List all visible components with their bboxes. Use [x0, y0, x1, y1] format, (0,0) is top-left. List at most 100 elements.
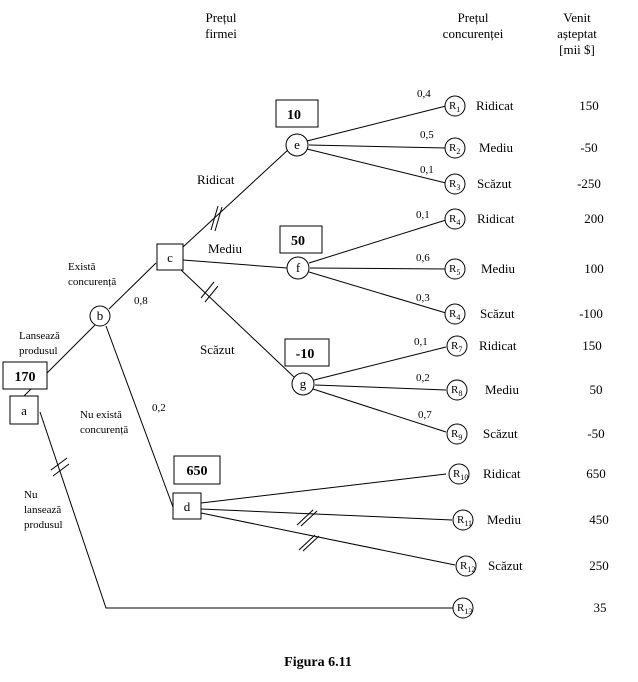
label-no-launch-2: lansează: [24, 504, 61, 516]
outcome-revenue-9: -50: [587, 426, 604, 441]
outcome-node-3: [444, 173, 466, 195]
outcome-prob-6: 0,3: [416, 292, 430, 304]
outcome-prob-4: 0,1: [416, 209, 430, 221]
outcome-revenue-3: -250: [577, 176, 601, 191]
decision-node-a: [9, 395, 39, 425]
prob-no-comp: 0,2: [152, 402, 166, 414]
edge-e-r2: [308, 144, 447, 149]
label-no-launch-1: Nu: [24, 489, 38, 501]
outcome-node-12: [455, 555, 477, 577]
value-e: 10: [287, 108, 301, 123]
node-label-f: f: [296, 260, 301, 275]
outcome-label-9: R9: [451, 428, 462, 442]
edge-f-r4: [308, 219, 447, 264]
outcome-revenue-2: -50: [580, 140, 597, 155]
branch-competition: [108, 262, 157, 310]
pruned-mark-d-low: [298, 534, 320, 552]
label-launch-2: produsul: [19, 345, 58, 357]
outcome-revenue-1: 150: [579, 98, 599, 113]
outcome-node-2: [444, 137, 466, 159]
outcome-node-6: [444, 303, 466, 325]
label-no-comp-2: concurență: [80, 424, 128, 436]
header-competitor-price-2: concurenței: [443, 26, 504, 41]
label-comp-exists-1: Există: [68, 261, 96, 273]
outcome-prob-2: 0,5: [420, 129, 434, 141]
edge-d-r10: [200, 473, 447, 504]
outcome-prob-8: 0,2: [416, 372, 430, 384]
label-price-low: Scăzut: [200, 342, 235, 357]
outcome-label-4: R4: [449, 213, 460, 227]
edge-f-r6: [308, 271, 447, 314]
value-f: 50: [291, 234, 305, 249]
outcome-node-13: [452, 597, 474, 619]
outcome-competitor-price-5: Mediu: [481, 261, 515, 276]
label-price-high: Ridicat: [197, 172, 235, 187]
value-d: 650: [187, 464, 208, 479]
branch-price-high: [182, 148, 290, 248]
node-label-b: b: [97, 308, 104, 323]
prob-comp-exists: 0,8: [134, 295, 148, 307]
pruned-mark-no-launch: [50, 457, 70, 477]
outcome-prob-9: 0,7: [418, 409, 432, 421]
value-box-g: [284, 338, 330, 367]
outcome-revenue-4: 200: [584, 211, 604, 226]
header-revenue-2: așteptat: [557, 26, 597, 41]
outcome-prob-7: 0,1: [414, 336, 428, 348]
outcome-label-6: R4: [449, 308, 460, 322]
branch-no-competition: [105, 325, 174, 508]
node-label-a: a: [21, 403, 27, 418]
pruned-mark-d-medium: [296, 509, 318, 527]
value-box-e: [275, 99, 319, 128]
header-firm-price-1: Prețul: [205, 10, 236, 25]
outcome-competitor-price-3: Scăzut: [477, 176, 512, 191]
outcome-label-3: R3: [449, 178, 460, 192]
value-box-d: [173, 455, 221, 485]
branch-price-low: [179, 268, 295, 378]
outcome-node-5: [444, 258, 466, 280]
label-launch-1: Lansează: [19, 330, 60, 342]
outcome-label-7: R7: [451, 340, 462, 354]
pruned-mark-low: [200, 281, 219, 303]
edge-e-r3: [306, 148, 447, 184]
outcome-competitor-price-12: Scăzut: [488, 558, 523, 573]
outcome-competitor-price-2: Mediu: [479, 140, 513, 155]
value-box-a: [2, 361, 48, 390]
header-revenue-1: Venit: [563, 10, 591, 25]
outcome-node-8: [446, 379, 468, 401]
branch-price-medium: [182, 259, 288, 269]
outcome-node-7: [446, 335, 468, 357]
outcome-competitor-price-10: Ridicat: [483, 466, 521, 481]
outcome-node-11: [452, 509, 474, 531]
edge-e-r1: [306, 105, 447, 142]
outcome-node-4: [444, 208, 466, 230]
outcome-revenue-5: 100: [584, 261, 604, 276]
outcome-revenue-8: 50: [590, 382, 603, 397]
outcome-label-2: R2: [449, 142, 460, 156]
outcome-competitor-price-8: Mediu: [485, 382, 519, 397]
edge-g-r8: [314, 384, 447, 391]
outcome-node-1: [444, 95, 466, 117]
outcome-node-9: [446, 423, 468, 445]
outcome-competitor-price-7: Ridicat: [479, 338, 517, 353]
pruned-mark-high: [210, 205, 223, 232]
outcome-competitor-price-4: Ridicat: [477, 211, 515, 226]
branch-no-launch: [39, 411, 455, 609]
node-label-d: d: [184, 499, 191, 514]
edge-g-r7: [313, 346, 447, 381]
figure-caption: Figura 6.11: [284, 655, 352, 670]
outcome-label-5: R5: [449, 263, 460, 277]
decision-node-d: [172, 492, 202, 520]
node-label-c: c: [167, 250, 173, 265]
edge-f-r5: [309, 267, 447, 270]
outcome-revenue-10: 650: [586, 466, 606, 481]
outcome-revenue-6: -100: [579, 306, 603, 321]
outcome-competitor-price-1: Ridicat: [476, 98, 514, 113]
header-revenue-3: [mii $]: [559, 42, 595, 57]
outcome-prob-3: 0,1: [420, 164, 434, 176]
label-no-launch-3: produsul: [24, 519, 63, 531]
chance-node-g: [291, 372, 315, 396]
decision-node-c: [156, 243, 184, 271]
chance-node-e: [285, 133, 309, 157]
